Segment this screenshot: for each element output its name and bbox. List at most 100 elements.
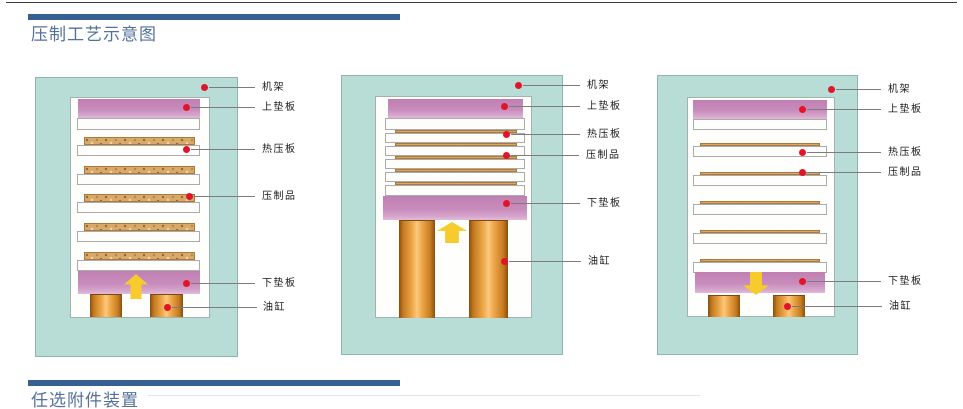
callout-dot-product <box>503 152 510 159</box>
press-machine-1 <box>35 77 238 357</box>
section-accent-bar-top <box>28 14 400 20</box>
callout-line <box>523 85 580 86</box>
upper-bolster-plate <box>78 99 200 118</box>
callout-label-product: 压制品 <box>262 191 297 202</box>
callout-line <box>191 107 255 108</box>
bottom-faint-divider <box>148 395 700 396</box>
callout-dot-upper-bolster <box>183 104 190 111</box>
hot-press-plate <box>77 145 200 156</box>
section-accent-bar-bottom <box>28 380 400 386</box>
hot-press-plate <box>693 204 827 215</box>
oil-cylinder-right <box>469 220 508 318</box>
upper-bolster-plate <box>693 100 827 119</box>
callout-label-upper-bolster: 上垫板 <box>587 101 622 112</box>
callout-dot-lower-bolster <box>183 280 190 287</box>
hot-press-plate <box>77 118 200 130</box>
callout-line <box>511 203 580 204</box>
callout-line <box>509 106 580 107</box>
callout-label-product: 压制品 <box>586 150 621 161</box>
top-divider <box>6 2 957 3</box>
callout-dot-hot-press-plate <box>799 149 806 156</box>
callout-dot-frame <box>515 82 522 89</box>
callout-dot-frame <box>828 86 835 93</box>
product-board <box>700 259 820 262</box>
callout-dot-oil-cylinder <box>501 258 508 265</box>
callout-label-lower-bolster: 下垫板 <box>587 198 622 209</box>
callout-line <box>191 149 255 150</box>
callout-label-lower-bolster: 下垫板 <box>262 278 297 289</box>
callout-dot-upper-bolster <box>799 106 806 113</box>
product-board <box>395 182 517 185</box>
callout-line <box>807 109 881 110</box>
press-machine-2 <box>341 75 563 355</box>
callout-dot-frame <box>201 84 208 91</box>
product-board <box>395 169 517 172</box>
hot-press-plate <box>693 146 827 157</box>
callout-line <box>807 172 881 173</box>
callout-label-frame: 机架 <box>888 84 911 95</box>
press-machine-3 <box>657 75 858 355</box>
callout-line <box>511 155 579 156</box>
upper-bolster-plate <box>388 99 523 118</box>
product-board <box>700 201 820 204</box>
product-board <box>84 194 195 202</box>
section-title-pressing-process: 压制工艺示意图 <box>31 25 157 44</box>
product-board <box>700 143 820 146</box>
hot-press-plate <box>385 172 525 182</box>
callout-line <box>509 261 581 262</box>
hot-press-plate <box>385 159 525 169</box>
product-board <box>395 130 517 133</box>
section-title-optional-accessories: 任选附件装置 <box>31 391 139 409</box>
callout-dot-oil-cylinder <box>784 303 791 310</box>
product-board <box>395 143 517 146</box>
callout-label-oil-cylinder: 油缸 <box>263 302 286 313</box>
callout-label-oil-cylinder: 油缸 <box>889 301 912 312</box>
hot-press-plate <box>385 185 525 196</box>
callout-label-hot-press-plate: 热压板 <box>587 129 622 140</box>
product-board <box>84 166 195 174</box>
callout-label-lower-bolster: 下垫板 <box>888 276 923 287</box>
callout-line <box>191 283 255 284</box>
callout-dot-upper-bolster <box>501 103 508 110</box>
product-board <box>700 172 820 175</box>
product-board <box>84 137 195 145</box>
callout-dot-product <box>799 169 806 176</box>
hot-press-plate <box>77 260 200 271</box>
callout-dot-product <box>186 193 193 200</box>
callout-label-oil-cylinder: 油缸 <box>588 256 611 267</box>
callout-line <box>511 134 580 135</box>
callout-label-upper-bolster: 上垫板 <box>262 102 297 113</box>
callout-label-frame: 机架 <box>587 80 610 91</box>
callout-line <box>792 306 882 307</box>
product-board <box>700 230 820 233</box>
callout-dot-hot-press-plate <box>183 146 190 153</box>
callout-dot-lower-bolster <box>503 200 510 207</box>
hot-press-plate <box>77 231 200 242</box>
oil-cylinder-left <box>90 294 122 317</box>
callout-line <box>807 281 881 282</box>
callout-line <box>172 307 257 308</box>
hot-press-plate <box>385 133 525 143</box>
hot-press-plate <box>77 202 200 213</box>
oil-cylinder-left <box>708 295 740 317</box>
callout-label-product: 压制品 <box>888 167 923 178</box>
lower-bolster-plate <box>383 196 527 220</box>
callout-line <box>209 87 255 88</box>
callout-label-hot-press-plate: 热压板 <box>888 147 923 158</box>
oil-cylinder-left <box>399 220 435 318</box>
hot-press-plate <box>77 174 200 185</box>
product-board <box>84 223 195 231</box>
callout-label-frame: 机架 <box>262 82 285 93</box>
hot-press-plate <box>385 146 525 156</box>
callout-dot-hot-press-plate <box>503 131 510 138</box>
callout-line <box>807 152 881 153</box>
product-board <box>84 252 195 260</box>
callout-label-upper-bolster: 上垫板 <box>888 104 923 115</box>
callout-label-hot-press-plate: 热压板 <box>262 144 297 155</box>
hot-press-plate <box>693 175 827 186</box>
callout-dot-oil-cylinder <box>164 304 171 311</box>
callout-dot-lower-bolster <box>799 278 806 285</box>
hot-press-plate <box>693 119 827 130</box>
callout-line <box>836 89 881 90</box>
